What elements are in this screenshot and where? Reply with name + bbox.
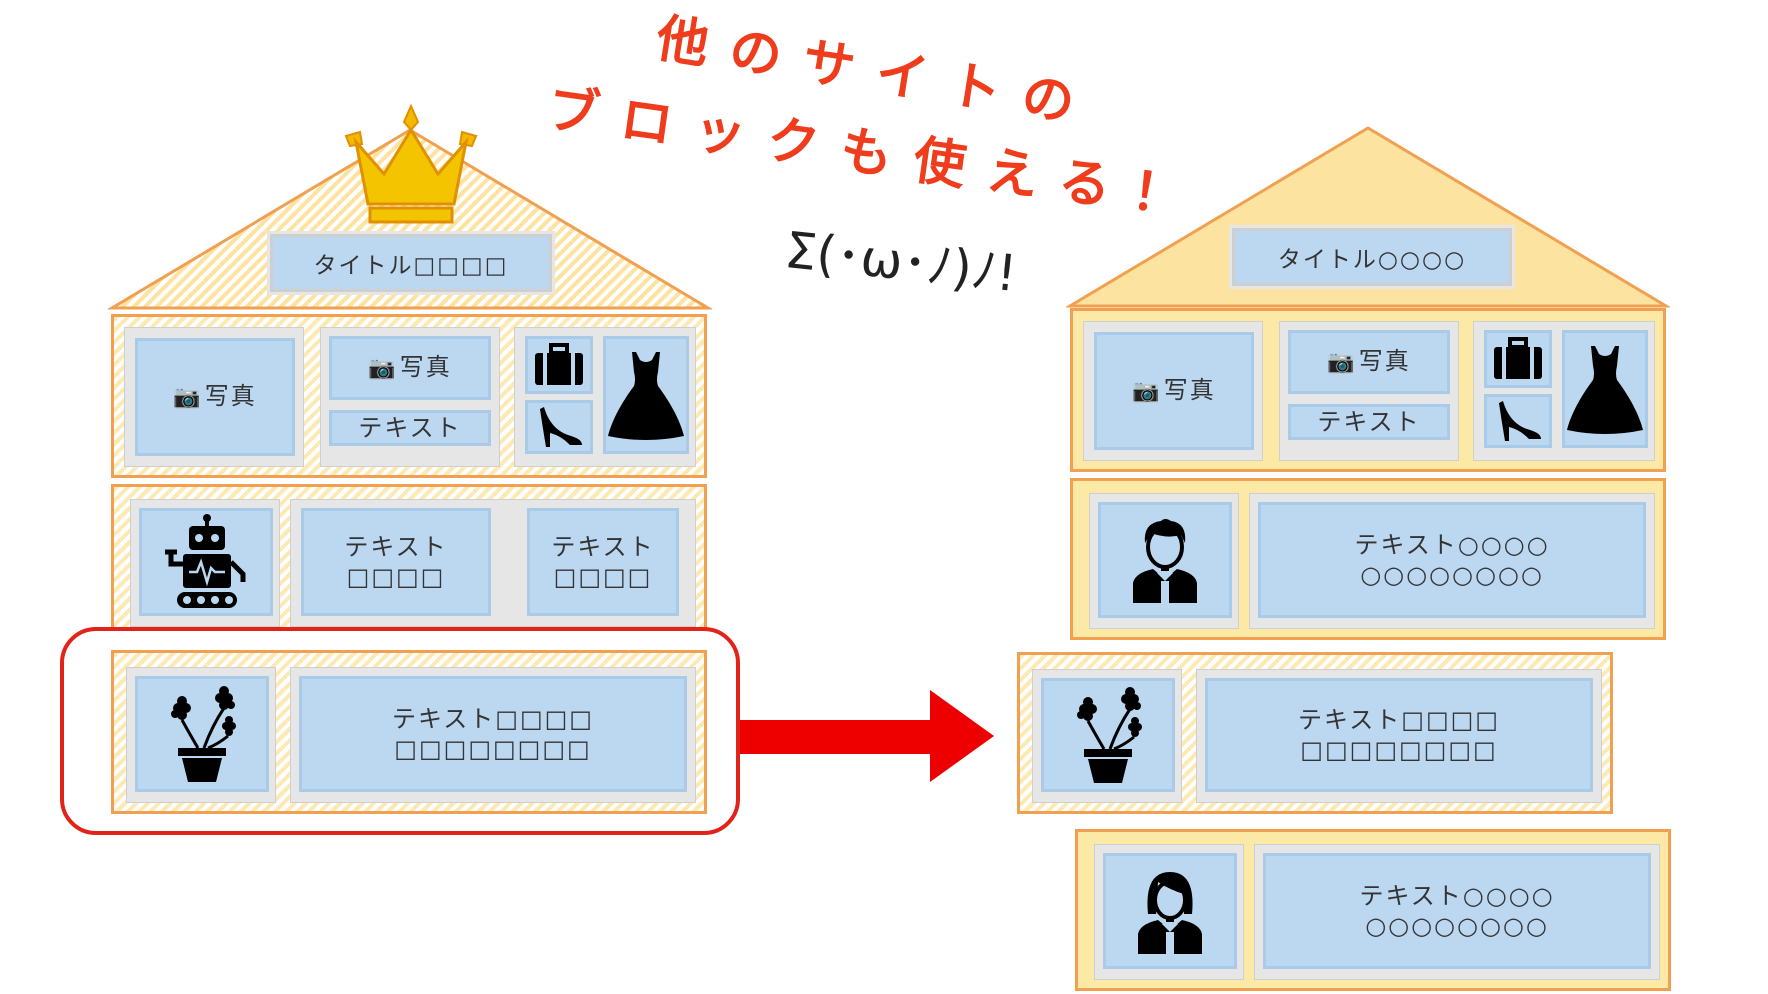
boy-icon <box>1133 519 1197 603</box>
left-row1-cell1: 📷写真 <box>124 327 304 467</box>
left-row2-text1-line2: □□□□ <box>346 563 446 591</box>
left-row2-text2-line1: テキスト <box>551 533 655 561</box>
right-text-box4: テキスト○○○○ ○○○○○○○○ <box>1263 853 1651 969</box>
left-row1: 📷写真 📷写真 テキスト <box>111 314 707 478</box>
right-suitcase-box <box>1484 330 1552 388</box>
highlight-frame <box>60 627 740 835</box>
left-row1-cell2: 📷写真 テキスト <box>320 327 500 467</box>
emoticon: Σ(･ω･ﾉ)ﾉ! <box>782 220 1020 303</box>
dress-icon <box>1567 346 1643 434</box>
left-row2: テキスト □□□□ テキスト □□□□ <box>111 484 707 630</box>
left-row3: テキスト□□□□ □□□□□□□□ <box>111 650 707 814</box>
right-row2-text-line2: ○○○○○○○○ <box>1360 561 1544 589</box>
girl-icon <box>1138 872 1202 954</box>
left-text-box4: テキスト□□□□ □□□□□□□□ <box>299 676 687 792</box>
right-row1-cell3 <box>1473 321 1655 461</box>
arrow-right-icon <box>740 690 994 782</box>
right-row1-cell1: 📷写真 <box>1083 321 1263 461</box>
left-row3-cell1 <box>126 667 276 803</box>
left-text-box2: テキスト □□□□ <box>301 508 491 616</box>
left-row3-text-line2: □□□□□□□□ <box>394 735 592 763</box>
right-row3-cell1 <box>1032 669 1182 803</box>
right-row3-text-line2: □□□□□□□□ <box>1300 736 1498 764</box>
right-row1-cell2: 📷写真 テキスト <box>1279 321 1459 461</box>
right-row4-cell1 <box>1094 844 1244 980</box>
right-row1: 📷写真 📷写真 テキスト <box>1070 308 1666 472</box>
left-photo2-label: 写真 <box>399 353 452 381</box>
dress-icon <box>608 352 684 440</box>
camera-icon: 📷 <box>368 356 398 381</box>
high-heel-icon <box>540 407 582 447</box>
left-row2-text1-line1: テキスト <box>344 533 448 561</box>
right-photo-box2: 📷写真 <box>1288 330 1450 394</box>
right-row2: テキスト○○○○ ○○○○○○○○ <box>1070 478 1666 640</box>
flower-pot-icon <box>171 686 236 782</box>
suitcase-icon <box>535 343 583 385</box>
left-text-box: テキスト <box>329 410 491 446</box>
right-row4-text-line2: ○○○○○○○○ <box>1365 912 1549 940</box>
left-row3-text-line1: テキスト□□□□ <box>392 705 594 733</box>
left-row1-cell3 <box>514 327 696 467</box>
left-title: タイトル□□□□ <box>267 231 555 295</box>
right-title: タイトル○○○○ <box>1229 225 1515 289</box>
left-text-box3: テキスト □□□□ <box>527 508 679 616</box>
right-dress-box <box>1562 330 1648 448</box>
right-photo2-label: 写真 <box>1358 347 1411 375</box>
left-text-label: テキスト <box>358 414 462 442</box>
crown-icon <box>344 104 478 224</box>
right-row3-cell2: テキスト□□□□ □□□□□□□□ <box>1196 669 1602 803</box>
left-photo-box1: 📷写真 <box>135 338 295 456</box>
right-text-box2: テキスト○○○○ ○○○○○○○○ <box>1258 502 1646 618</box>
left-row2-cell1 <box>130 499 280 627</box>
left-row3-cell2: テキスト□□□□ □□□□□□□□ <box>290 667 696 803</box>
left-suitcase-box <box>525 336 593 394</box>
right-photo-box1: 📷写真 <box>1094 332 1254 450</box>
left-photo1-label: 写真 <box>204 382 257 410</box>
right-row4-cell2: テキスト○○○○ ○○○○○○○○ <box>1254 844 1660 980</box>
left-photo-box2: 📷写真 <box>329 336 491 400</box>
left-heel-box <box>525 400 593 454</box>
right-text-box3: テキスト□□□□ □□□□□□□□ <box>1205 678 1593 792</box>
right-row2-text-line1: テキスト○○○○ <box>1354 531 1550 559</box>
right-text-label: テキスト <box>1317 408 1421 436</box>
left-flower-box <box>135 676 269 792</box>
right-text-box: テキスト <box>1288 404 1450 440</box>
right-title-text: タイトル○○○○ <box>1277 247 1467 273</box>
flower-pot-icon <box>1077 687 1142 783</box>
camera-icon: 📷 <box>1132 379 1162 404</box>
robot-icon <box>165 514 246 608</box>
camera-icon: 📷 <box>173 385 203 410</box>
right-row2-cell2: テキスト○○○○ ○○○○○○○○ <box>1249 493 1655 629</box>
suitcase-icon <box>1494 337 1542 379</box>
right-photo1-label: 写真 <box>1163 376 1216 404</box>
right-roof <box>1066 126 1670 308</box>
left-row2-cell2: テキスト □□□□ テキスト □□□□ <box>290 499 696 627</box>
right-heel-box <box>1484 394 1552 448</box>
right-girl-box <box>1103 853 1237 969</box>
camera-icon: 📷 <box>1327 350 1357 375</box>
right-row4-text-line1: テキスト○○○○ <box>1359 882 1555 910</box>
left-dress-box <box>603 336 689 454</box>
right-row3: テキスト□□□□ □□□□□□□□ <box>1017 652 1613 814</box>
right-flower-box <box>1041 678 1175 792</box>
right-row2-cell1 <box>1089 493 1239 629</box>
right-boy-box <box>1098 502 1232 618</box>
left-robot-box <box>139 508 273 616</box>
high-heel-icon <box>1499 401 1541 441</box>
right-row3-text-line1: テキスト□□□□ <box>1298 706 1500 734</box>
left-title-text: タイトル□□□□ <box>313 253 509 279</box>
left-row2-text2-line2: □□□□ <box>553 563 653 591</box>
right-row4: テキスト○○○○ ○○○○○○○○ <box>1075 829 1671 991</box>
